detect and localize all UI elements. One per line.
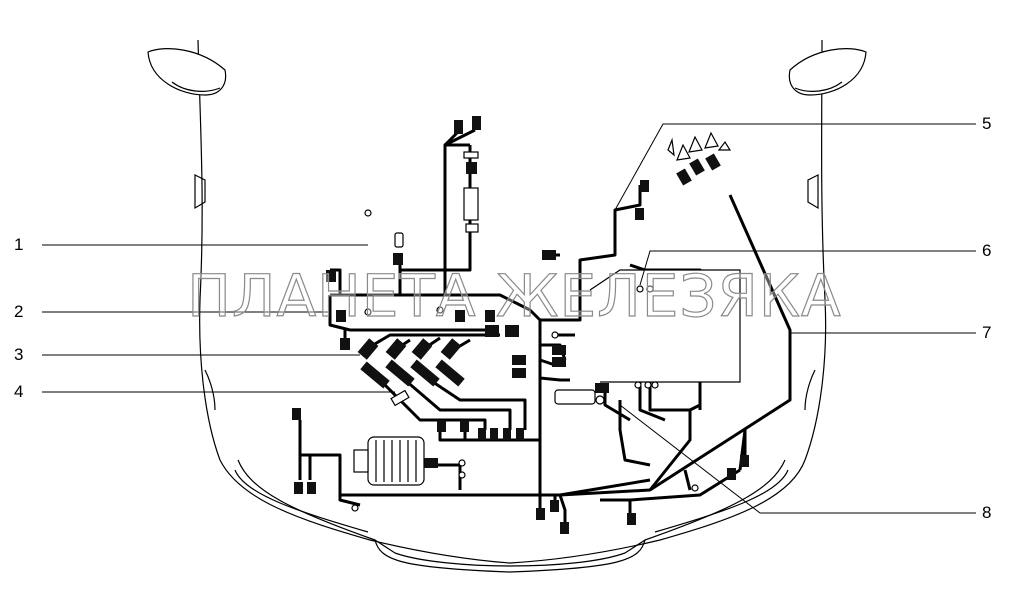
leader-8 <box>619 404 976 514</box>
callout-label-8: 8 <box>982 503 992 522</box>
callout-label-3: 3 <box>14 345 24 364</box>
callout-label-1: 1 <box>14 235 24 254</box>
right-mirror <box>788 48 867 96</box>
left-side-marker <box>194 174 206 210</box>
leader-6 <box>639 250 976 286</box>
callout-label-5: 5 <box>982 114 992 133</box>
callout-label-7: 7 <box>982 323 992 342</box>
front-bumper-line <box>237 459 786 567</box>
fuse-box <box>589 269 741 389</box>
callout-label-4: 4 <box>14 382 24 401</box>
left-mirror <box>147 48 227 96</box>
callout-label-2: 2 <box>14 302 24 321</box>
alternator <box>353 436 425 486</box>
connectors <box>292 116 749 534</box>
callout-label-6: 6 <box>982 241 992 260</box>
leader-5 <box>614 123 976 211</box>
bumper-lower-line <box>374 539 646 573</box>
right-side-marker <box>807 174 819 210</box>
callout-leaders <box>42 123 976 514</box>
car-body-outline <box>197 39 827 564</box>
